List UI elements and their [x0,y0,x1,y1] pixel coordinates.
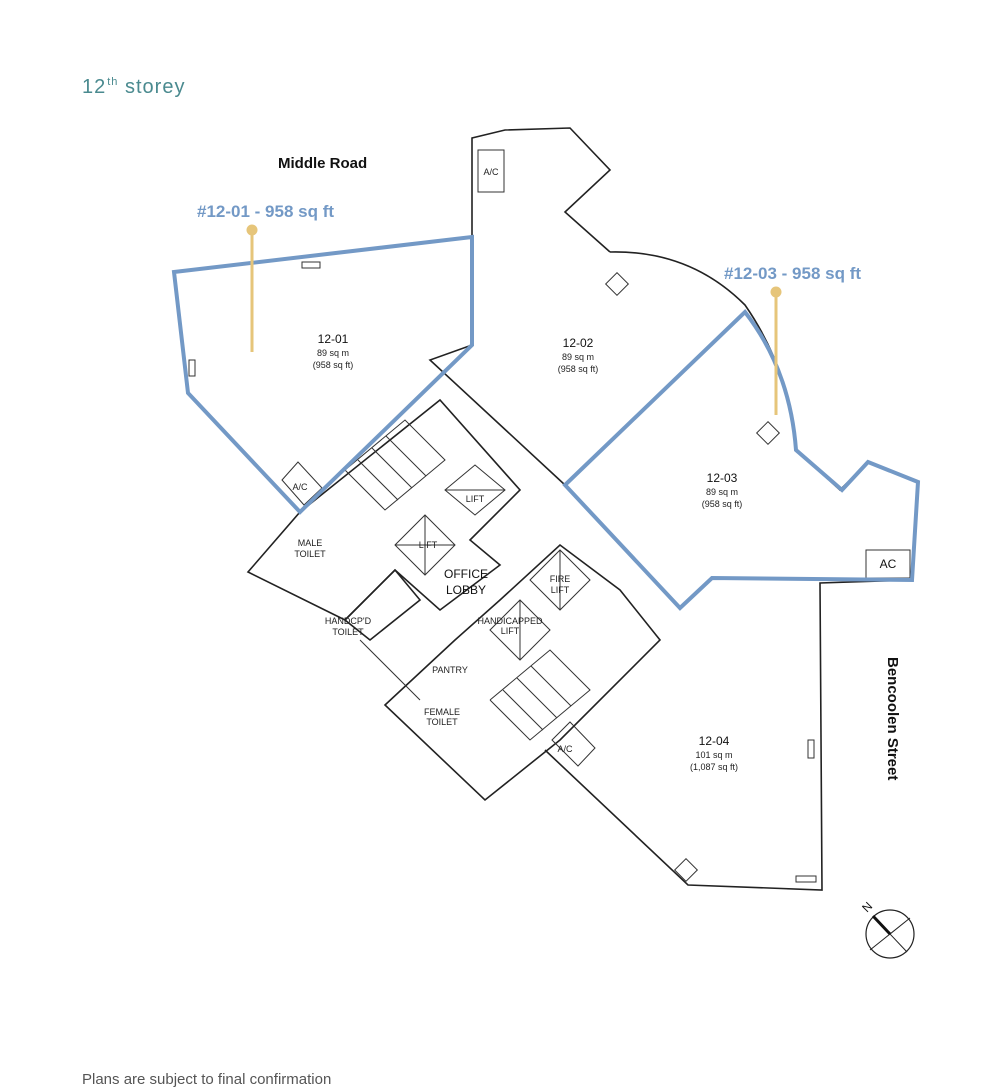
svg-text:(958 sq ft): (958 sq ft) [313,360,354,370]
svg-text:HANDCP'D: HANDCP'D [325,616,372,626]
svg-text:LIFT: LIFT [551,585,570,595]
svg-text:MALE: MALE [298,538,323,548]
unit-12-03-outline[interactable] [562,309,921,611]
svg-text:A/C: A/C [557,744,573,754]
svg-text:A/C: A/C [292,482,308,492]
unit-12-02-label: 12-02 89 sq m (958 sq ft) [558,336,599,374]
unit-12-01-label: 12-01 89 sq m (958 sq ft) [313,332,354,370]
svg-text:LIFT: LIFT [419,540,438,550]
building-walls [173,127,919,891]
svg-text:A/C: A/C [483,167,499,177]
svg-text:(958 sq ft): (958 sq ft) [558,364,599,374]
svg-text:12-02: 12-02 [563,336,594,350]
north-compass-icon: N [859,899,915,959]
svg-text:OFFICE: OFFICE [444,567,488,581]
svg-text:12-01: 12-01 [318,332,349,346]
unit-12-04-label: 12-04 101 sq m (1,087 sq ft) [690,734,738,772]
svg-text:LIFT: LIFT [501,626,520,636]
svg-text:89 sq m: 89 sq m [706,487,738,497]
unit-12-01-outline[interactable] [171,234,474,515]
svg-text:LOBBY: LOBBY [446,583,486,597]
svg-text:AC: AC [880,557,897,571]
pin-12-01 [246,224,258,352]
svg-text:FEMALE: FEMALE [424,707,460,717]
road-bencoolen-street: Bencoolen Street [884,657,901,780]
svg-text:FIRE: FIRE [550,574,571,584]
svg-text:89 sq m: 89 sq m [562,352,594,362]
pin-12-03 [770,286,782,415]
callout-12-01: #12-01 - 958 sq ft [197,202,334,221]
svg-text:12-03: 12-03 [707,471,738,485]
svg-text:(958 sq ft): (958 sq ft) [702,499,743,509]
svg-text:LIFT: LIFT [466,494,485,504]
svg-text:PANTRY: PANTRY [432,665,468,675]
unit-12-03-label: 12-03 89 sq m (958 sq ft) [702,471,743,509]
svg-text:12-04: 12-04 [699,734,730,748]
callout-12-03: #12-03 - 958 sq ft [724,264,861,283]
core-labels: OFFICE LOBBY LIFT LIFT FIRE LIFT HANDICA… [292,167,896,754]
svg-text:TOILET: TOILET [332,627,364,637]
svg-text:TOILET: TOILET [426,717,458,727]
svg-text:89 sq m: 89 sq m [317,348,349,358]
lift-shafts [394,464,591,661]
svg-text:(1,087 sq ft): (1,087 sq ft) [690,762,738,772]
svg-text:101 sq m: 101 sq m [695,750,732,760]
road-middle-road: Middle Road [278,155,367,172]
page-title: 12th storey [82,76,186,98]
stairs [344,419,591,741]
svg-text:TOILET: TOILET [294,549,326,559]
svg-text:HANDICAPPED: HANDICAPPED [477,616,543,626]
svg-text:N: N [859,899,875,915]
